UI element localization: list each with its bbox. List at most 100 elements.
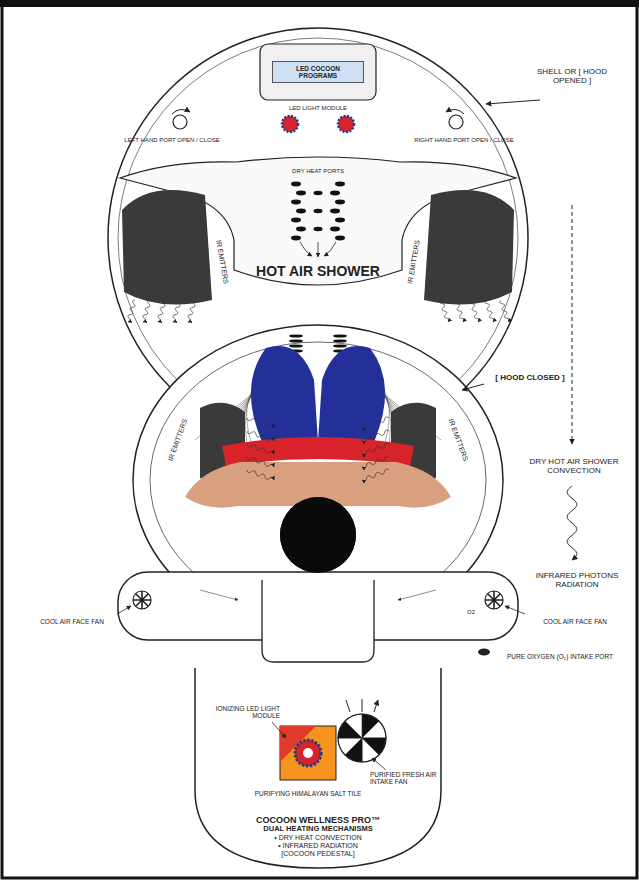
heat-port [333,334,347,337]
heat-flow-arrow [318,242,319,257]
ir-emitter-blob [122,190,212,305]
part-label: PURIFYING HIMALAYAN SALT TILE [233,790,383,797]
convection-arrow [572,205,573,444]
heat-port [335,182,345,187]
ir-ray [173,300,180,322]
cocoon-pedestal: COCOON WELLNESS PRO™DUAL HEATING MECHANI… [190,668,446,872]
person-head [280,497,356,573]
heat-port [330,209,340,214]
heat-port [314,209,323,213]
part-label: O2 [463,609,479,616]
fan-blade [362,738,379,762]
leader-arrow [505,606,525,614]
ionizing-led [295,740,321,766]
oxygen-port [478,649,490,656]
ir-ray [470,300,480,322]
air-flow [398,590,436,600]
led-module [282,116,298,132]
part-label: COOL AIR FACE FAN [527,618,623,625]
hand-port-icon [449,115,463,129]
ir-ray [128,300,135,322]
heat-port [296,209,306,214]
head-rest [262,580,374,662]
hand-port-icon [173,115,187,129]
fan-blades [133,591,151,609]
leader-arrow [486,100,540,104]
intake-fan [338,714,386,762]
ir-ray [143,300,150,322]
air-flow [200,590,238,600]
ir-ray [440,300,450,322]
ionizing-led-core [303,748,313,758]
ir-ray [362,443,389,455]
leader-arrow [462,384,484,390]
person-leg [318,346,385,442]
swimwear [222,437,414,466]
part-label: COOL AIR FACE FAN [28,618,116,625]
heat-port [291,218,301,223]
heat-port [330,227,340,232]
heat-flow-arrow [324,242,336,256]
ir-ray [455,300,465,322]
ir-ray [247,470,274,480]
ir-ray [500,300,510,322]
heat-flow-arrow [300,242,312,256]
part-label: RIGHT HAND PORT OPEN / CLOSE [412,137,516,144]
heat-port [291,182,301,187]
node-text: DUAL HEATING MECHANISMS [263,825,372,834]
heat-port [289,339,303,342]
heat-port [289,344,303,347]
heat-port [333,339,347,342]
pedestal-outline-svg [190,668,446,872]
part-label: DRY HEAT PORTS [278,168,358,175]
part-label: LEFT HAND PORT OPEN / CLOSE [120,137,224,144]
heat-port [335,236,345,241]
part-label: LED LIGHT MODULE [278,105,358,112]
ir-rays [128,300,509,322]
ir-ray [362,456,389,468]
person-leg [251,346,318,442]
fan-blade [338,738,362,755]
radiation-arrow [567,486,577,560]
heat-port [314,227,323,231]
dry-heat-ports [291,182,345,241]
top-band [0,0,639,7]
node-heading: LED COCOON PROGRAMS [272,61,364,84]
part-label: PURIFIED FRESH AIR INTAKE FAN [370,771,450,786]
hand-port-arrow [172,109,190,114]
led-module [338,116,354,132]
heat-port [291,236,301,241]
ir-ray [247,457,274,467]
fan-blade [362,721,386,738]
person-head [280,497,356,573]
ir-rays [247,417,389,481]
intake-fan-rim [338,714,386,762]
fan-blades [485,591,503,609]
ir-ray [485,300,495,322]
ir-ray [362,417,389,429]
heat-port [330,191,340,196]
node-text: [COCOON PEDESTAL] [281,850,354,858]
node-text: • DRY HEAT CONVECTION [274,834,362,842]
air-out-arrows [346,699,378,712]
ir-ray [362,469,389,481]
ir-ray [158,300,165,322]
section-heading: HOT AIR SHOWER [238,263,398,279]
heat-port [335,218,345,223]
face-fan [133,591,151,609]
ir-ray [247,431,274,441]
screen-bezel [260,44,376,100]
ir-ray [188,300,195,322]
part-label: [ HOOD CLOSED ] [484,373,576,382]
hand-port-arrow [446,109,464,114]
part-label: INFRARED PHOTONS RADIATION [523,571,631,589]
leader-arrow [372,758,386,770]
part-label: DRY HOT AIR SHOWER CONVECTION [518,457,630,475]
heat-port [289,334,303,337]
node-text: • INFRARED RADIATION [278,842,358,850]
ir-ray [362,430,389,442]
heat-port [314,191,323,195]
